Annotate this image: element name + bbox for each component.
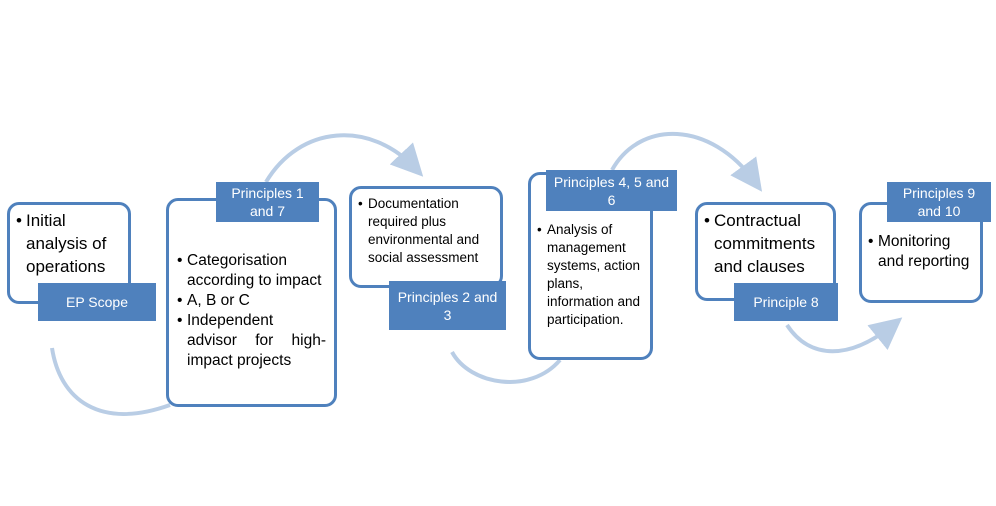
arrow-3-to-4 [450,350,562,384]
step-2-bullet: A, B or C [177,291,326,311]
step-6-bullets: Monitoring and reporting [868,232,974,272]
step-card-ep-scope: Initial analysis of operations [7,202,131,304]
step-tag-principles-1-7: Principles 1 and 7 [216,182,319,222]
step-5-bullet: Contractual commitments and clauses [704,209,827,278]
step-4-bullet: Analysis of management systems, action p… [537,221,644,329]
step-2-bullet: Independent advisor for high-impact proj… [177,311,326,371]
arrow-1-to-2 [50,347,171,416]
step-1-bullets: Initial analysis of operations [16,209,122,278]
arrow-5-to-6 [785,317,903,354]
step-2-bullet: Categorisation according to impact [177,251,326,291]
step-card-principles-2-3: Documentation required plus environmenta… [349,186,503,288]
step-4-bullets: Analysis of management systems, action p… [537,221,644,329]
arrow-2-to-3 [264,133,424,184]
step-2-bullets: Categorisation according to impact A, B … [177,251,326,371]
step-tag-principles-9-10: Principles 9 and 10 [887,182,991,222]
arrow-4-to-5 [610,131,763,192]
step-3-bullets: Documentation required plus environmenta… [358,195,494,267]
step-tag-principles-4-5-6: Principles 4, 5 and 6 [546,170,677,211]
step-1-bullet: Initial analysis of operations [16,209,122,278]
step-tag-principle-8: Principle 8 [734,283,838,321]
step-5-bullets: Contractual commitments and clauses [704,209,827,278]
step-3-bullet: Documentation required plus environmenta… [358,195,494,267]
step-tag-ep-scope: EP Scope [38,283,156,321]
step-tag-principles-2-3: Principles 2 and 3 [389,281,506,330]
step-6-bullet: Monitoring and reporting [868,232,974,272]
step-card-principles-1-7: Categorisation according to impact A, B … [166,198,337,407]
